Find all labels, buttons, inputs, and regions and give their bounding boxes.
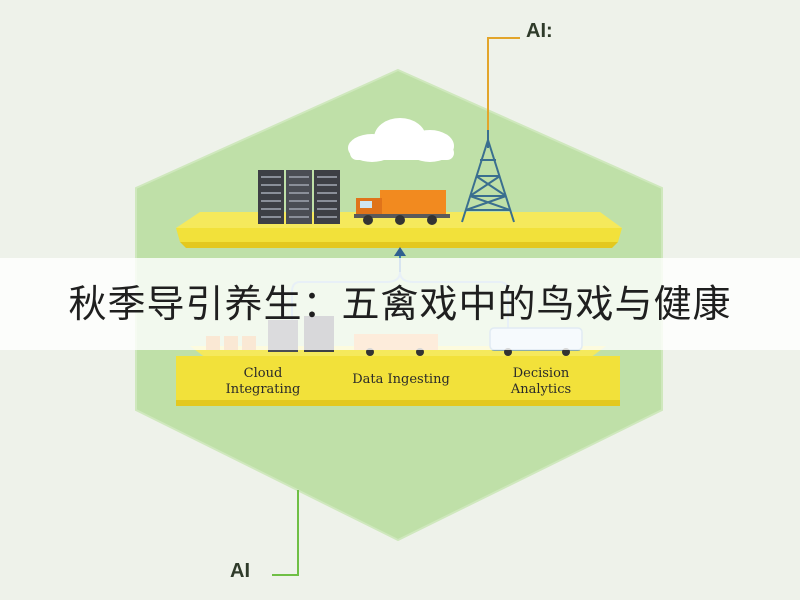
ai-label-bottom: AI [230,560,250,582]
truck-icon [354,190,450,225]
panel-label-line1: Decision [512,366,570,381]
panel-label-line2: Analytics [510,382,572,397]
panel-label-line1: Data Ingesting [352,372,450,387]
banner-title: 秋季导引养生：五禽戏中的鸟戏与健康 [68,282,732,326]
panel-label-line1: Cloud [243,366,283,381]
panel-decision-analytics: Decision Analytics [486,366,596,398]
panel-label-line2: Integrating [225,382,301,397]
connector-line-bottom [272,490,299,576]
panel-data-ingesting: Data Ingesting [336,372,466,388]
connector-line-top [487,37,520,130]
tower-icon [461,130,515,223]
title-banner: 秋季导引养生：五禽戏中的鸟戏与健康 [0,258,800,350]
server-rack-icon [258,170,340,224]
cloud-icon [348,118,454,162]
ai-label-top: AI: [526,20,553,42]
panel-cloud-integrating: Cloud Integrating [208,366,318,398]
